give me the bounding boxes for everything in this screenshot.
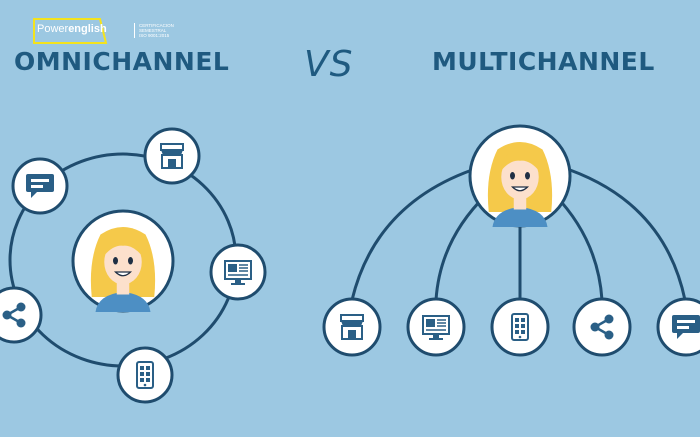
brand-logo: Powerenglish CERTIFICACION SEMESTRAL ISO… [32, 16, 174, 44]
multi-chat-node [656, 297, 700, 357]
store-icon [160, 143, 184, 169]
omni-share-node [0, 286, 43, 344]
omni-store-node [143, 127, 201, 185]
omni-chat-node [11, 157, 69, 215]
store-icon [340, 314, 364, 340]
phone-icon [511, 313, 529, 341]
logo-tagline-3: ISO 9001:2015 [139, 32, 170, 38]
logo-tagline: CERTIFICACION SEMESTRAL ISO 9001:2015 [134, 22, 174, 38]
multi-phone-node [490, 297, 550, 357]
logo-mark: Powerenglish [32, 17, 110, 44]
multi-store-node [322, 297, 382, 357]
omni-phone-node [116, 346, 174, 404]
multi-share-node [572, 297, 632, 357]
vs-label: VS [304, 44, 354, 85]
multichannel-person [468, 124, 572, 228]
logo-brand-power: Power [37, 23, 69, 35]
logo-brand-english: english [68, 23, 107, 35]
omni-computer-node [209, 243, 267, 301]
multichannel-title: MULTICHANNEL [432, 47, 655, 76]
multichannel-connectors [350, 168, 687, 301]
multi-computer-node [406, 297, 466, 357]
phone-icon [136, 361, 154, 389]
logo-wordmark: Powerenglish [37, 23, 107, 35]
omnichannel-title: OMNICHANNEL [14, 47, 230, 76]
omnichannel-person [71, 209, 175, 313]
logo-tagline-1: CERTIFICACION [139, 22, 174, 28]
logo-tagline-2: SEMESTRAL [139, 27, 167, 33]
